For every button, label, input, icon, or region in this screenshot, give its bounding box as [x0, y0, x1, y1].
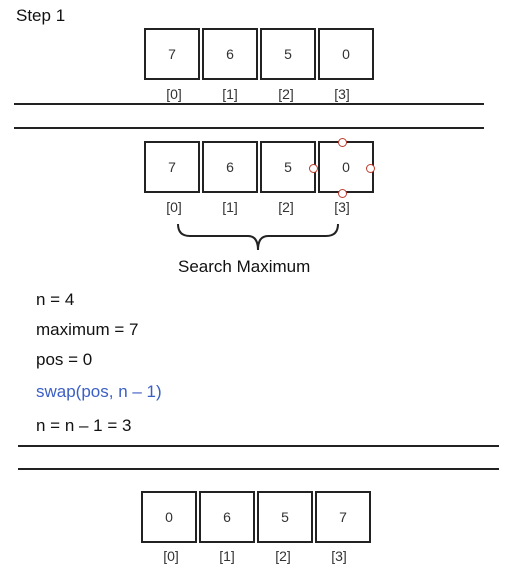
- selection-handle-left[interactable]: [309, 164, 318, 173]
- swap-operation: swap(pos, n – 1): [36, 382, 162, 401]
- selection-handle-bottom[interactable]: [338, 189, 347, 198]
- variable-n: n = 4: [36, 290, 75, 309]
- brace-label: Search Maximum: [178, 257, 311, 276]
- array-indices: [0] [1] [2] [3]: [146, 86, 370, 102]
- index-label: [2]: [275, 548, 291, 564]
- array-cell: 7: [144, 28, 200, 80]
- array-cell: 5: [260, 28, 316, 80]
- index-label: [1]: [222, 86, 238, 102]
- index-label: [0]: [163, 548, 179, 564]
- variable-pos: pos = 0: [36, 350, 93, 369]
- divider: [18, 445, 499, 447]
- index-label: [1]: [219, 548, 235, 564]
- divider: [14, 103, 484, 105]
- index-label: [0]: [166, 199, 182, 215]
- curly-brace: [177, 223, 339, 251]
- array-search: 7 6 5 0: [144, 141, 374, 193]
- index-label: [3]: [334, 86, 350, 102]
- array-cell: 7: [315, 491, 371, 543]
- index-label: [1]: [222, 199, 238, 215]
- variable-n-update: n = n – 1 = 3: [36, 416, 132, 435]
- array-cell: 0: [141, 491, 197, 543]
- selection-handle-top[interactable]: [338, 138, 347, 147]
- index-label: [2]: [278, 199, 294, 215]
- array-indices: [0] [1] [2] [3]: [143, 548, 367, 564]
- index-label: [3]: [331, 548, 347, 564]
- divider: [14, 127, 484, 129]
- divider: [18, 468, 499, 470]
- array-cell: 6: [199, 491, 255, 543]
- array-indices: [0] [1] [2] [3]: [146, 199, 370, 215]
- array-cell: 6: [202, 28, 258, 80]
- step-title: Step 1: [16, 6, 66, 25]
- array-cell: 6: [202, 141, 258, 193]
- array-cell: 5: [257, 491, 313, 543]
- array-cell: 5: [260, 141, 316, 193]
- index-label: [0]: [166, 86, 182, 102]
- array-cell: 0: [318, 28, 374, 80]
- array-result: 0 6 5 7: [141, 491, 371, 543]
- array-initial: 7 6 5 0: [144, 28, 374, 80]
- array-cell: 7: [144, 141, 200, 193]
- index-label: [3]: [334, 199, 350, 215]
- selection-handle-right[interactable]: [366, 164, 375, 173]
- index-label: [2]: [278, 86, 294, 102]
- variable-maximum: maximum = 7: [36, 320, 139, 339]
